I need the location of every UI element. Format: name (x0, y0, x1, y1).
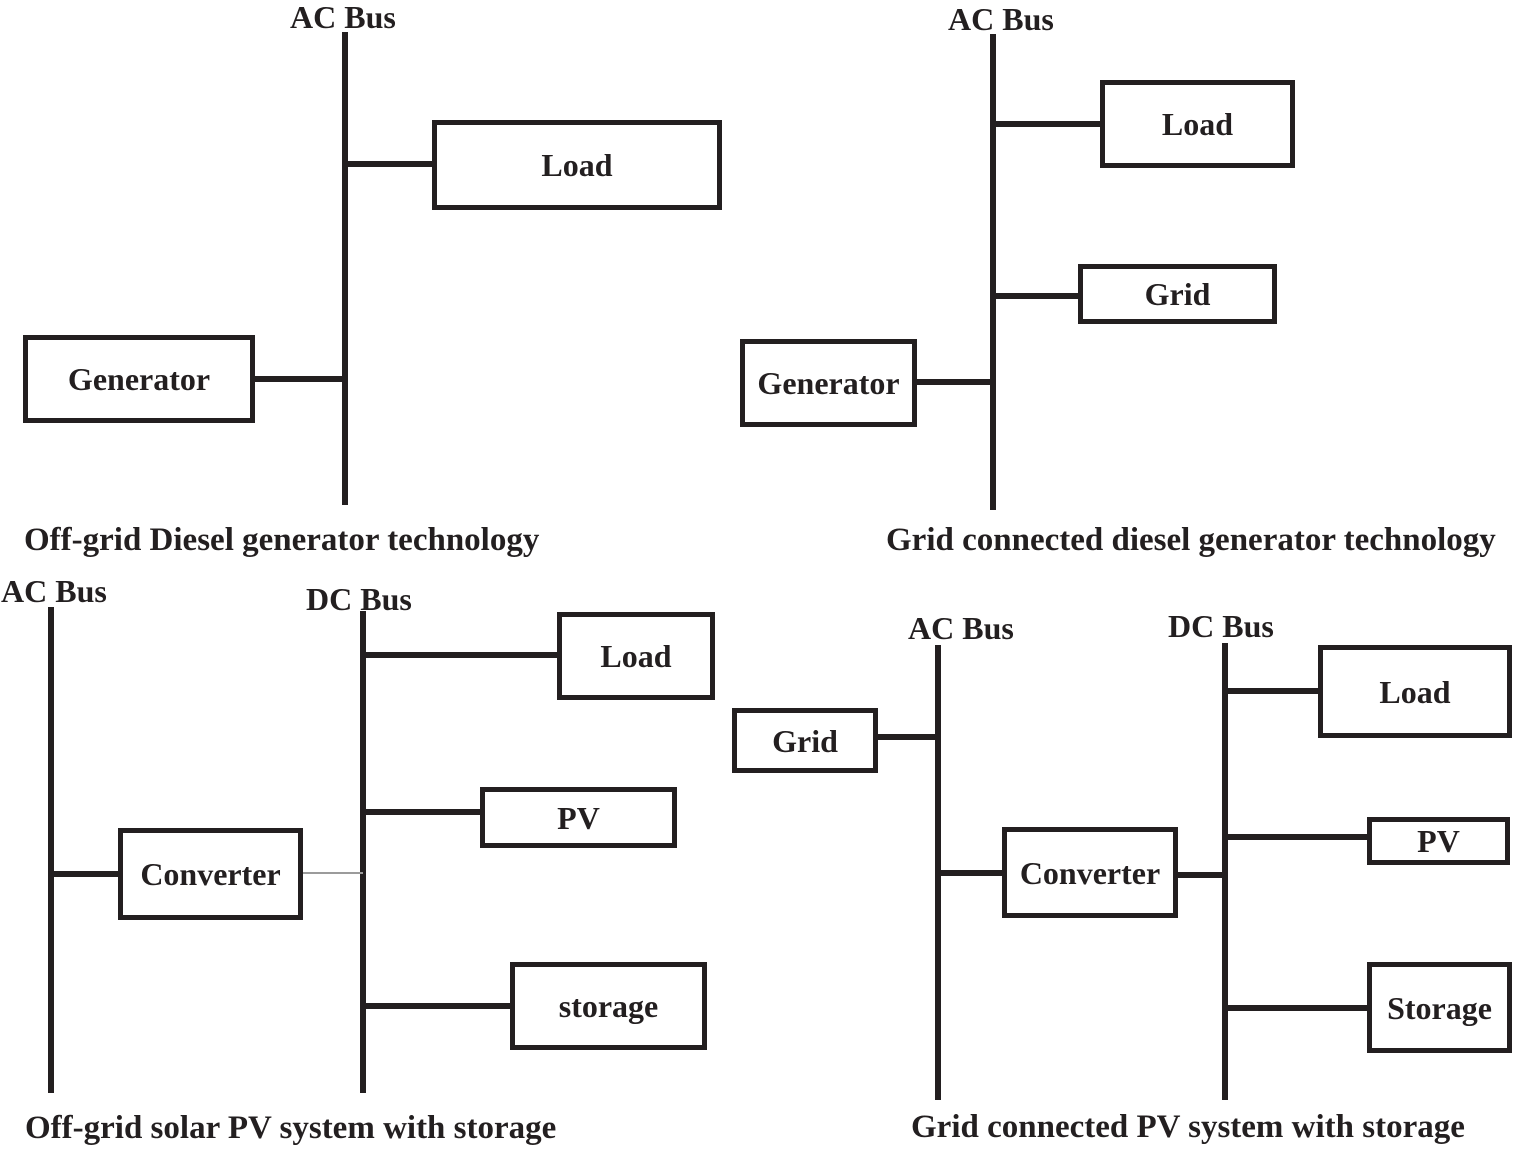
br-caption: Grid connected PV system with storage (911, 1109, 1465, 1145)
bl-caption: Off-grid solar PV system with storage (25, 1110, 557, 1146)
tr-load-box: Load (1100, 80, 1295, 168)
br-dc-bus-line (1222, 643, 1228, 1100)
tr-ac-bus-label: AC Bus (948, 1, 1054, 37)
tl-ac-bus-line (342, 32, 348, 505)
tl-caption: Off-grid Diesel generator technology (24, 522, 540, 558)
br-converter-box: Converter (1002, 827, 1178, 918)
br-converter-dcbus-connector (1178, 872, 1225, 878)
br-pv-connector (1225, 834, 1367, 840)
tl-ac-bus-label: AC Bus (290, 0, 396, 35)
tl-load-box: Load (432, 120, 722, 210)
br-load-box: Load (1318, 645, 1512, 738)
bl-pv-connector (363, 809, 480, 815)
br-grid-connector (878, 734, 938, 740)
tr-grid-box: Grid (1078, 264, 1277, 324)
tr-generator-box: Generator (740, 339, 917, 427)
tr-load-connector (993, 121, 1100, 127)
tr-generator-connector (917, 379, 993, 385)
bl-ac-bus-label: AC Bus (1, 573, 107, 609)
bl-dc-bus-line (360, 611, 366, 1093)
br-dc-bus-label: DC Bus (1168, 608, 1274, 644)
tl-generator-connector (255, 376, 345, 382)
br-grid-box: Grid (732, 708, 878, 773)
br-acbus-converter-connector (938, 870, 1002, 876)
br-storage-box: Storage (1367, 962, 1512, 1053)
tr-caption: Grid connected diesel generator technolo… (886, 522, 1496, 558)
bl-dc-bus-label: DC Bus (306, 581, 412, 617)
br-storage-connector (1225, 1005, 1367, 1011)
tl-generator-box: Generator (23, 335, 255, 423)
bl-storage-box: storage (510, 962, 707, 1050)
tl-load-connector (345, 161, 432, 167)
tr-grid-connector (993, 293, 1078, 299)
bl-ac-bus-line (48, 607, 54, 1093)
bl-load-connector (363, 652, 557, 658)
bl-converter-box: Converter (118, 828, 303, 920)
bl-storage-connector (363, 1003, 510, 1009)
br-ac-bus-label: AC Bus (908, 610, 1014, 646)
bl-pv-box: PV (480, 787, 677, 848)
bl-converter-dcbus-thin-connector (303, 872, 363, 874)
br-load-connector (1225, 688, 1318, 694)
bl-load-box: Load (557, 612, 715, 700)
br-pv-box: PV (1367, 817, 1510, 865)
bl-acbus-converter-connector (51, 871, 118, 877)
tr-ac-bus-line (990, 34, 996, 510)
